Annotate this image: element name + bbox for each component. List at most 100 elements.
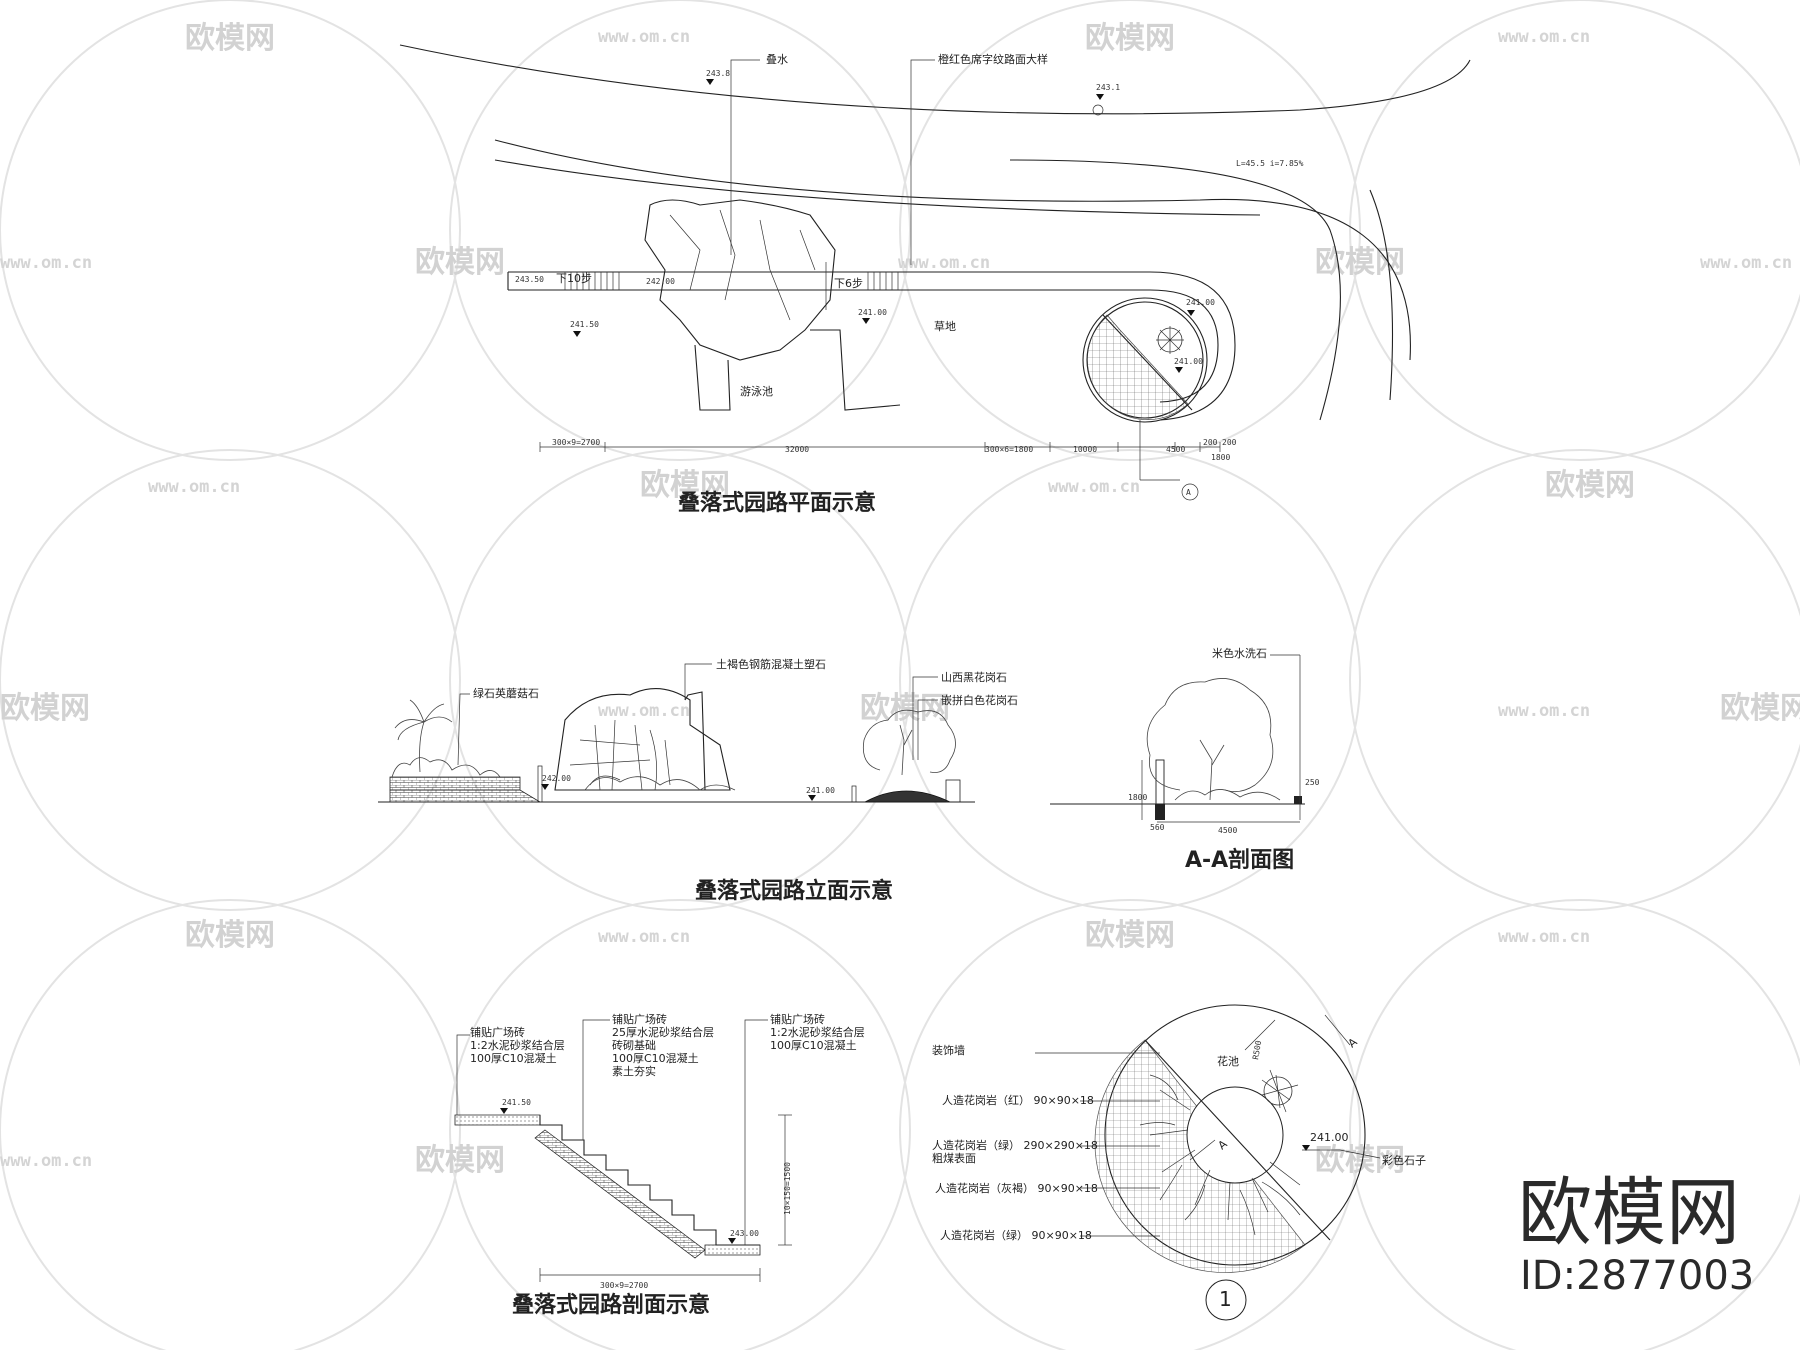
- section-aa-title: A-A剖面图: [1185, 847, 1294, 873]
- steps-labels: 铺贴广场砖 1:2水泥砂浆结合层 100厚C10混凝土 铺贴广场砖 25厚水泥砂…: [470, 1012, 865, 1318]
- svg-text:装饰墙: 装饰墙: [932, 1043, 965, 1057]
- svg-text:www.om.cn: www.om.cn: [598, 27, 690, 47]
- svg-text:A: A: [1346, 1035, 1360, 1050]
- label-down10: 下10步: [556, 272, 592, 285]
- svg-text:素土夯实: 素土夯实: [612, 1064, 656, 1078]
- svg-text:www.om.cn: www.om.cn: [1048, 477, 1140, 497]
- svg-text:人造花岗岩（红） 90×90×18: 人造花岗岩（红） 90×90×18: [942, 1093, 1094, 1107]
- steps-drawing: [454, 1019, 792, 1282]
- svg-text:欧模网: 欧模网: [860, 691, 950, 726]
- svg-text:铺贴广场砖: 铺贴广场砖: [612, 1012, 667, 1026]
- label-cascade: 叠水: [766, 53, 788, 66]
- svg-text:100厚C10混凝土: 100厚C10混凝土: [470, 1051, 557, 1065]
- svg-text:www.om.cn: www.om.cn: [1700, 253, 1792, 273]
- svg-text:砖砌基础: 砖砌基础: [612, 1038, 656, 1052]
- svg-text:欧模网: 欧模网: [0, 691, 90, 726]
- svg-text:243.50: 243.50: [515, 275, 544, 284]
- svg-text:欧模网: 欧模网: [1315, 245, 1405, 280]
- svg-text:243.8: 243.8: [706, 69, 730, 78]
- detail-drawing: [1035, 1004, 1381, 1321]
- svg-text:10×150=1500: 10×150=1500: [783, 1162, 792, 1215]
- svg-text:山西黑花岗石: 山西黑花岗石: [941, 671, 1007, 684]
- svg-text:200: 200: [1222, 438, 1237, 447]
- svg-text:1: 1: [1219, 1287, 1232, 1311]
- svg-text:www.om.cn: www.om.cn: [1498, 27, 1590, 47]
- svg-text:欧模网: 欧模网: [415, 245, 505, 280]
- svg-text:欧模网: 欧模网: [640, 468, 730, 503]
- label-paving: 橙红色席字纹路面大样: [938, 52, 1048, 66]
- svg-text:欧模网: 欧模网: [415, 1143, 505, 1178]
- svg-text:300×9=2700: 300×9=2700: [552, 438, 600, 447]
- svg-text:32000: 32000: [785, 445, 809, 454]
- section-aa-labels: 米色水洗石 4500 560 250 1800 A-A剖面图: [1128, 646, 1320, 873]
- elevation-drawing: [378, 663, 975, 803]
- svg-text:560: 560: [1150, 823, 1165, 832]
- plan-title: 叠落式园路平面示意: [678, 490, 876, 516]
- svg-text:1:2水泥砂浆结合层: 1:2水泥砂浆结合层: [470, 1038, 565, 1052]
- svg-text:10000: 10000: [1073, 445, 1097, 454]
- svg-text:243.1: 243.1: [1096, 83, 1120, 92]
- plan-drawing: A: [399, 44, 1471, 501]
- svg-text:25厚水泥砂浆结合层: 25厚水泥砂浆结合层: [612, 1025, 714, 1039]
- svg-text:241.50: 241.50: [502, 1098, 531, 1107]
- svg-text:241.00: 241.00: [858, 308, 887, 317]
- svg-text:241.50: 241.50: [570, 320, 599, 329]
- label-grass: 草地: [934, 320, 956, 333]
- svg-text:www.om.cn: www.om.cn: [1498, 701, 1590, 721]
- svg-text:1800: 1800: [1128, 793, 1147, 802]
- svg-text:www.om.cn: www.om.cn: [148, 477, 240, 497]
- svg-text:www.om.cn: www.om.cn: [598, 927, 690, 947]
- svg-text:R500: R500: [1251, 1040, 1263, 1061]
- svg-text:人造花岗岩（绿） 90×90×18: 人造花岗岩（绿） 90×90×18: [940, 1228, 1092, 1242]
- svg-text:A: A: [1186, 488, 1191, 497]
- brand-id: ID:2877003: [1520, 1253, 1754, 1299]
- svg-text:1800: 1800: [1211, 453, 1230, 462]
- svg-text:www.om.cn: www.om.cn: [898, 253, 990, 273]
- svg-text:欧模网: 欧模网: [185, 21, 275, 56]
- svg-text:241.00: 241.00: [1310, 1131, 1349, 1144]
- svg-text:243.00: 243.00: [730, 1229, 759, 1238]
- brand-name: 欧模网: [1518, 1170, 1740, 1256]
- svg-text:300×9=2700: 300×9=2700: [600, 1281, 648, 1290]
- svg-text:欧模网: 欧模网: [1720, 691, 1800, 726]
- svg-text:4500: 4500: [1218, 826, 1237, 835]
- svg-text:花池: 花池: [1217, 1055, 1239, 1068]
- svg-text:米色水洗石: 米色水洗石: [1212, 646, 1267, 660]
- svg-text:241.00: 241.00: [1186, 298, 1215, 307]
- svg-text:www.om.cn: www.om.cn: [1498, 927, 1590, 947]
- svg-text:www.om.cn: www.om.cn: [0, 253, 92, 273]
- svg-text:300×6=1800: 300×6=1800: [985, 445, 1033, 454]
- svg-text:241.00: 241.00: [806, 786, 835, 795]
- brand-watermark: 欧模网 ID:2877003: [1518, 1170, 1754, 1299]
- svg-text:241.00: 241.00: [1174, 357, 1203, 366]
- section-aa-drawing: [1050, 654, 1305, 823]
- svg-text:铺贴广场砖: 铺贴广场砖: [470, 1025, 525, 1039]
- plan-labels: 叠水 橙红色席字纹路面大样 下10步 下6步 草地 游泳池 243.8 243.…: [515, 52, 1304, 516]
- svg-text:250: 250: [1305, 778, 1320, 787]
- svg-text:200: 200: [1203, 438, 1218, 447]
- svg-text:242.00: 242.00: [542, 774, 571, 783]
- svg-text:绿石英蘑菇石: 绿石英蘑菇石: [473, 686, 539, 700]
- watermark-url: www.om.cn www.om.cn www.om.cn www.om.cn …: [0, 27, 1792, 1171]
- svg-text:www.om.cn: www.om.cn: [598, 701, 690, 721]
- svg-text:铺贴广场砖: 铺贴广场砖: [770, 1012, 825, 1026]
- svg-text:粗煤表面: 粗煤表面: [932, 1151, 976, 1165]
- svg-text:242.00: 242.00: [646, 277, 675, 286]
- svg-text:欧模网: 欧模网: [1085, 21, 1175, 56]
- svg-text:欧模网: 欧模网: [1545, 468, 1635, 503]
- watermark-logo: 欧模网 欧模网 欧模网 欧模网 欧模网 欧模网 欧模网 欧模网 欧模网 欧模网 …: [0, 21, 1800, 1178]
- svg-text:www.om.cn: www.om.cn: [0, 1151, 92, 1171]
- svg-text:100厚C10混凝土: 100厚C10混凝土: [770, 1038, 857, 1052]
- svg-text:人造花岗岩（灰褐） 90×90×18: 人造花岗岩（灰褐） 90×90×18: [935, 1181, 1098, 1195]
- svg-text:L=45.5 i=7.85%: L=45.5 i=7.85%: [1236, 159, 1304, 168]
- svg-text:嵌拼白色花岗石: 嵌拼白色花岗石: [941, 693, 1018, 707]
- svg-text:欧模网: 欧模网: [185, 918, 275, 953]
- svg-text:欧模网: 欧模网: [1085, 918, 1175, 953]
- steps-title: 叠落式园路剖面示意: [512, 1292, 710, 1318]
- elevation-title: 叠落式园路立面示意: [695, 878, 893, 904]
- detail-labels: 装饰墙 人造花岗岩（红） 90×90×18 人造花岗岩（绿） 290×290×1…: [932, 1035, 1426, 1311]
- svg-text:土褐色钢筋混凝土塑石: 土褐色钢筋混凝土塑石: [716, 657, 826, 671]
- svg-text:彩色石子: 彩色石子: [1382, 1153, 1426, 1167]
